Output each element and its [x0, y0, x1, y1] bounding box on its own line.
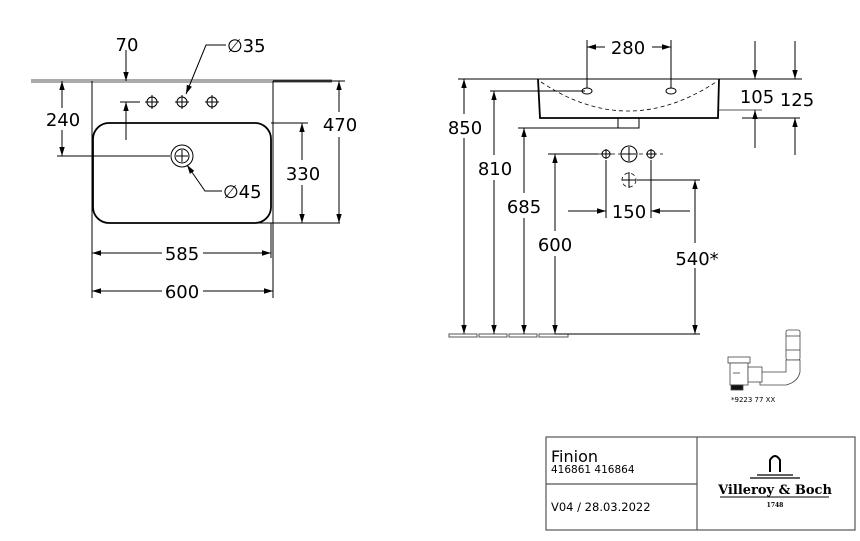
floor: [448, 333, 700, 338]
dim-dia45: ∅45: [223, 182, 262, 203]
dim-70: 70: [116, 35, 139, 56]
trap-illustration: [727, 329, 801, 391]
dim-600-side: 600: [538, 235, 572, 256]
brand-year: 1748: [767, 502, 784, 509]
drain-stub: [617, 117, 640, 129]
side-view: 280 105 125 850 810 685 600: [448, 38, 814, 338]
dim-150: 150: [612, 202, 646, 223]
dim-600: 600: [165, 282, 199, 303]
dim-240: 240: [46, 110, 80, 131]
title-block: Finion 416861 416864 V04 / 28.03.2022 Vi…: [545, 436, 856, 531]
dia35-leader: [185, 44, 226, 95]
brand-logo-icon: [720, 455, 829, 498]
hole: [665, 87, 677, 95]
dim-585: 585: [165, 244, 199, 265]
brand-name: Villeroy & Boch: [717, 483, 832, 498]
tap-holes: [120, 95, 219, 109]
dim-125: 125: [780, 90, 814, 111]
bowl-hidden-line: [540, 81, 717, 112]
dim-470: 470: [323, 115, 357, 136]
trap-label: *9223 77 XX: [731, 396, 775, 404]
bowl-outline: [92, 122, 272, 224]
dia45-leader: [186, 164, 222, 192]
dim-850: 850: [448, 118, 482, 139]
product-name: Finion: [551, 447, 598, 466]
dim-685: 685: [507, 197, 541, 218]
dim-280: 280: [611, 38, 645, 59]
version-date: V04 / 28.03.2022: [551, 500, 651, 514]
drain: [170, 144, 194, 168]
basin-profile: [537, 78, 720, 119]
top-view: 70 ∅35 240 ∅45 330 470 585 600: [31, 35, 357, 303]
dim-dia35: ∅35: [227, 36, 266, 57]
dim-540: 540*: [675, 249, 718, 270]
article-numbers: 416861 416864: [551, 464, 635, 476]
dim-330: 330: [286, 164, 320, 185]
wall-connections: [601, 145, 700, 188]
dim-105: 105: [740, 87, 774, 108]
dim-810: 810: [478, 159, 512, 180]
